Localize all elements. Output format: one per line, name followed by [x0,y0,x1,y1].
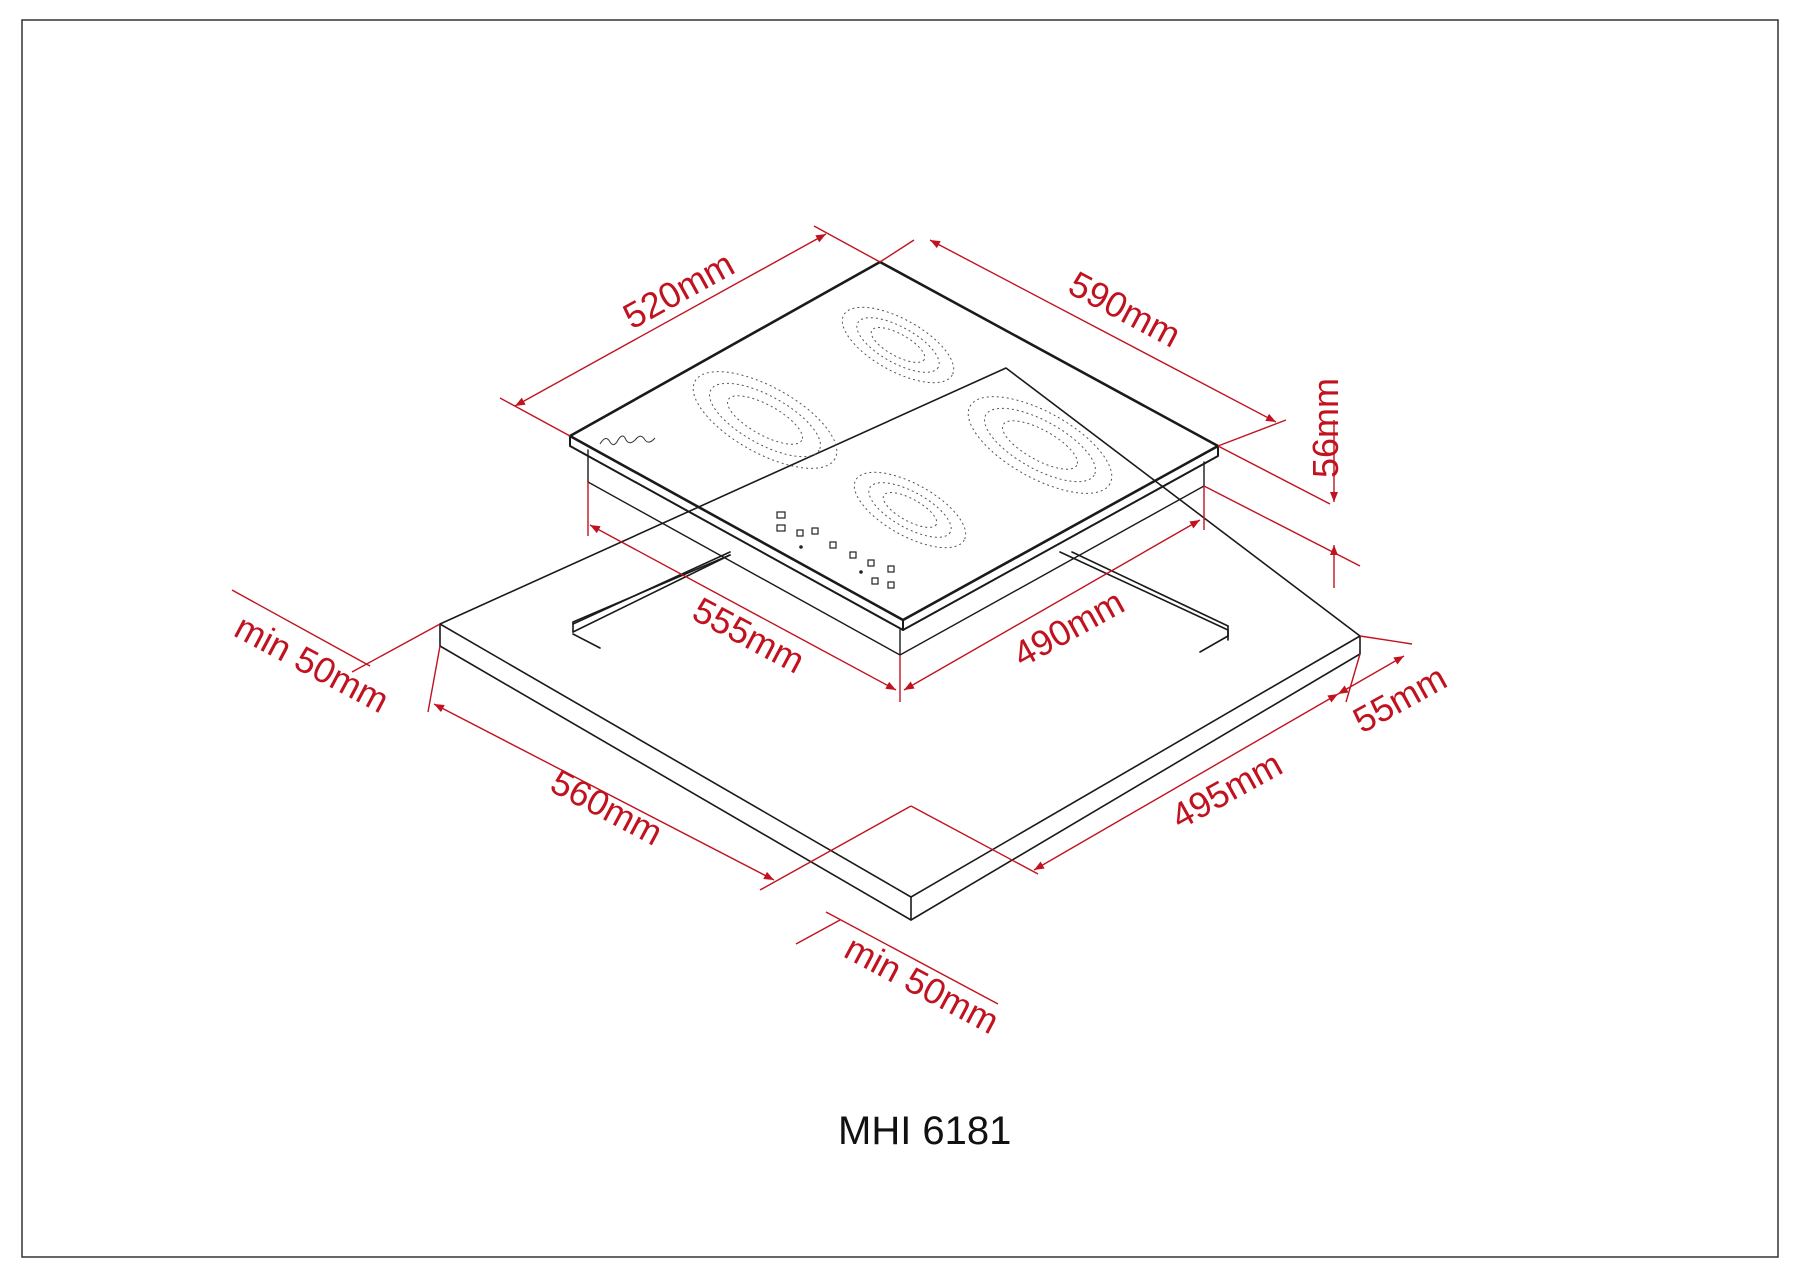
dim-label-560: 560mm [544,761,669,854]
cooking-zone-rear [841,306,955,384]
dim-height: 56mm [1203,378,1361,588]
dim-label-56: 56mm [1305,378,1346,478]
model-label: MHI 6181 [838,1109,1011,1153]
dim-counter-offset: 55mm [1337,635,1453,741]
dim-clearance-left: min 50mm [228,589,441,721]
dim-label-min50-left: min 50mm [228,606,396,721]
dim-label-55: 55mm [1346,657,1453,741]
brand-signature-mark [599,435,656,446]
drawing-border [21,19,1779,1258]
dim-clearance-front: min 50mm [795,911,1006,1042]
dim-label-495: 495mm [1164,743,1289,837]
dim-label-520: 520mm [616,243,741,337]
dim-width-top: 520mm [499,225,881,437]
dim-label-590: 590mm [1062,263,1187,356]
dim-label-min50-front: min 50mm [838,927,1006,1042]
